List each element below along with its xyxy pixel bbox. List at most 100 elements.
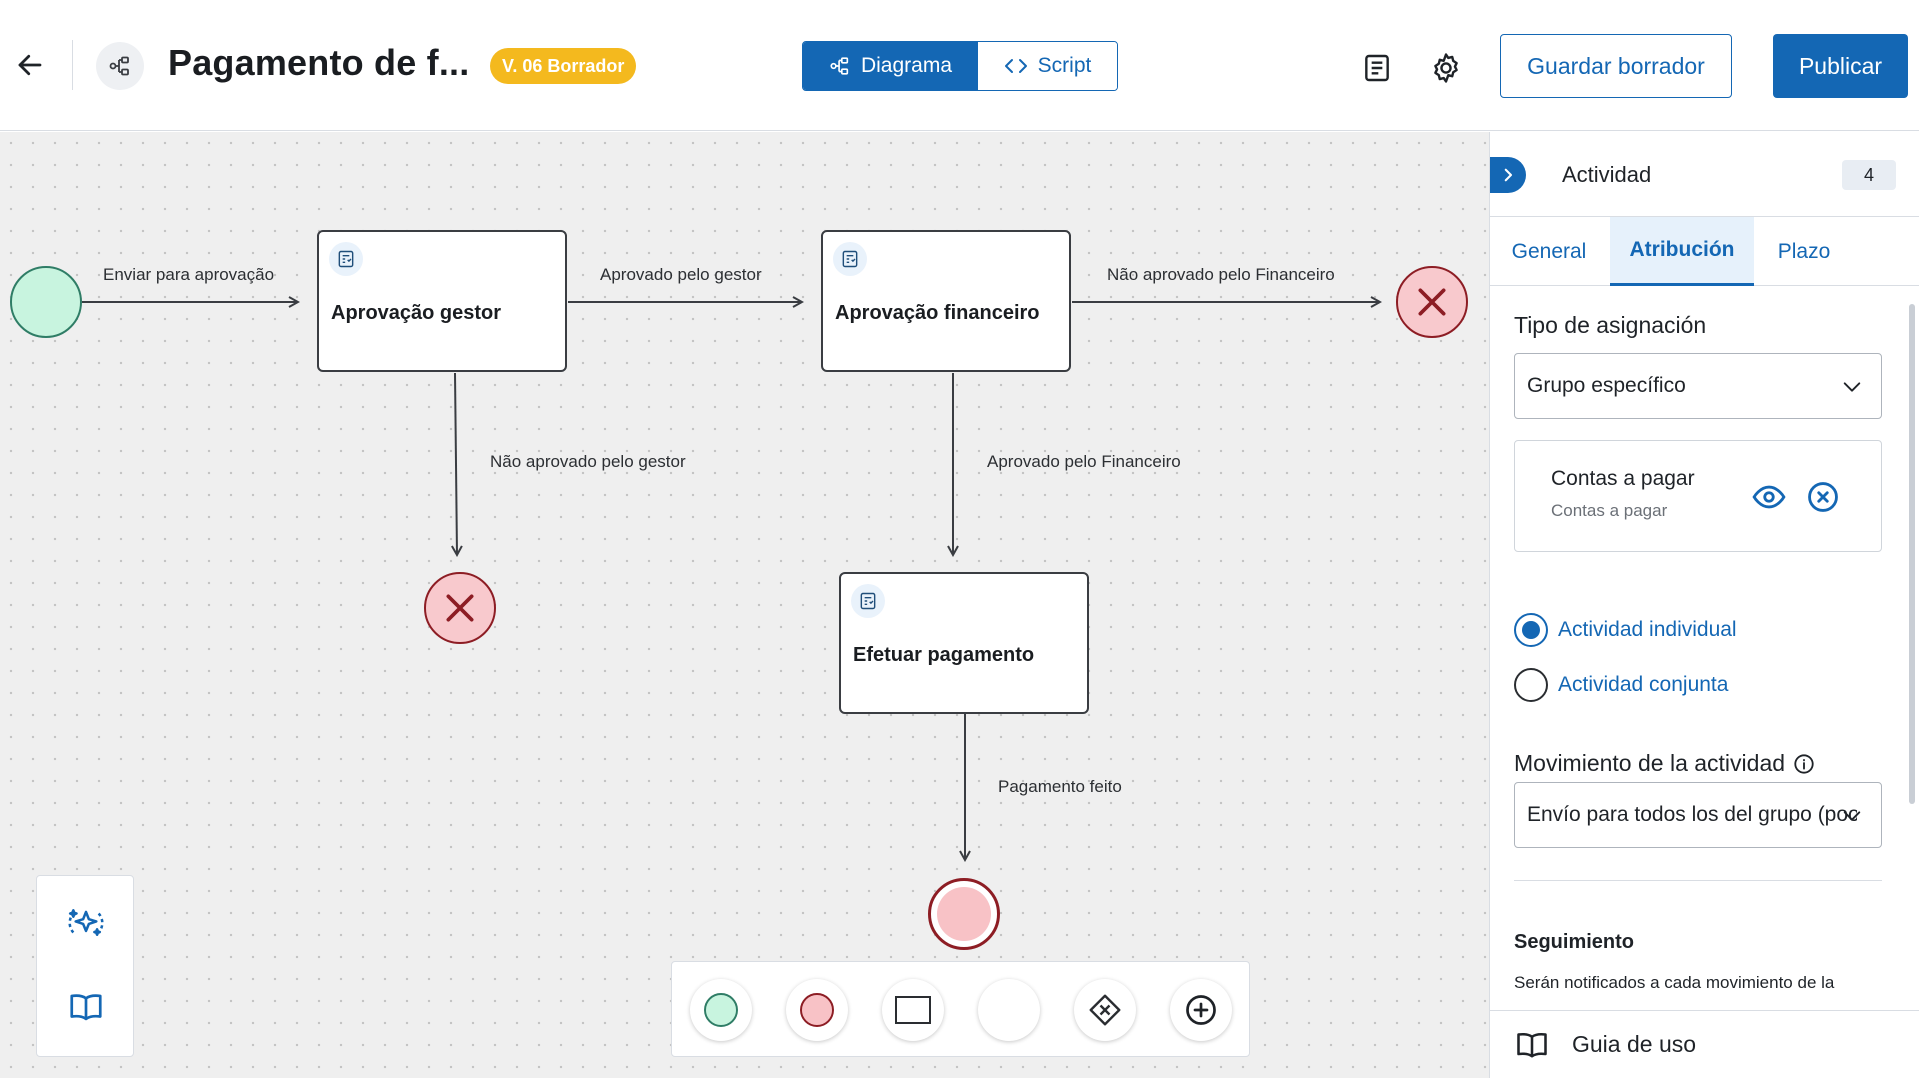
- end-event-fill: [937, 887, 991, 941]
- palette-end-event[interactable]: [786, 979, 848, 1041]
- remove-group-button[interactable]: [1805, 479, 1841, 515]
- close-circle-icon: [1808, 482, 1838, 512]
- assignment-type-label: Tipo de asignación: [1514, 312, 1707, 338]
- assignment-type-value: Grupo específico: [1527, 374, 1686, 397]
- movement-value: Envío para todos los del grupo (pool): [1527, 803, 1857, 826]
- usage-guide-label: Guia de uso: [1572, 1031, 1697, 1057]
- edge-label: Enviar para aprovação: [103, 265, 275, 284]
- close-icon: [1418, 288, 1446, 316]
- book-icon: [70, 994, 102, 1021]
- form-task-icon: [329, 242, 363, 276]
- task-approval-manager[interactable]: Aprovação gestor: [317, 230, 567, 372]
- assigned-group-card: Contas a pagar Contas a pagar: [1514, 440, 1882, 552]
- activity-count-badge: 4: [1842, 160, 1896, 190]
- group-subtitle: Contas a pagar: [1551, 501, 1668, 520]
- start-event-circle-icon: [704, 993, 738, 1027]
- radio-joint-label: Actividad conjunta: [1558, 673, 1729, 696]
- task-payment[interactable]: Efetuar pagamento: [839, 572, 1089, 714]
- document-button[interactable]: [1357, 48, 1397, 88]
- chevron-right-icon: [1504, 168, 1513, 182]
- movement-label: Movimiento de la actividad: [1514, 750, 1786, 776]
- error-end-event[interactable]: [424, 572, 496, 644]
- edge-label: Não aprovado pelo gestor: [490, 452, 686, 471]
- edge-not-approved-manager[interactable]: [455, 372, 457, 555]
- publish-button[interactable]: Publicar: [1773, 34, 1908, 98]
- edge-label: Aprovado pelo gestor: [600, 265, 762, 284]
- collapse-panel-button[interactable]: [1490, 157, 1526, 193]
- view-group-button[interactable]: [1751, 479, 1787, 515]
- arrow-left-icon: [18, 54, 42, 76]
- tab-deadline[interactable]: Plazo: [1777, 239, 1831, 263]
- radio-checked-icon: [1514, 613, 1548, 647]
- eye-icon: [1752, 485, 1786, 509]
- end-event[interactable]: [928, 878, 1000, 950]
- usage-guide-link[interactable]: Guia de uso: [1490, 1010, 1919, 1078]
- tracking-text: Serán notificados a cada movimiento de l…: [1514, 973, 1835, 992]
- diagram-icon: [830, 57, 849, 75]
- version-badge: V. 06 Borrador: [490, 48, 637, 84]
- header: Pagamento de f... V. 06 Borrador Diagram…: [0, 0, 1919, 131]
- code-icon: [1004, 59, 1027, 73]
- palette-gateway[interactable]: [1074, 979, 1136, 1041]
- sparkle-icon: [68, 909, 104, 936]
- guide-button[interactable]: [61, 982, 111, 1032]
- assignment-type-select[interactable]: Grupo específico: [1514, 353, 1882, 419]
- panel-body: Tipo de asignación Grupo específico Cont…: [1490, 286, 1919, 1006]
- edge-label: Aprovado pelo Financeiro: [987, 452, 1181, 471]
- chevron-down-icon: [1843, 811, 1861, 821]
- book-icon: [1517, 1032, 1547, 1058]
- group-name: Contas a pagar: [1551, 467, 1695, 490]
- task-label: Aprovação financeiro: [835, 302, 1040, 324]
- movement-label-row: Movimiento de la actividad: [1514, 750, 1815, 777]
- palette-start-event[interactable]: [690, 979, 752, 1041]
- save-draft-button[interactable]: Guardar borrador: [1500, 34, 1732, 98]
- tab-general[interactable]: General: [1511, 239, 1587, 263]
- header-divider: [72, 40, 73, 90]
- view-toggle: Diagrama Script: [802, 41, 1118, 91]
- radio-joint-activity[interactable]: Actividad conjunta: [1514, 667, 1728, 703]
- section-divider: [1514, 880, 1882, 881]
- palette-task[interactable]: [882, 979, 944, 1041]
- back-button[interactable]: [10, 45, 50, 85]
- task-approval-finance[interactable]: Aprovação financeiro: [821, 230, 1071, 372]
- diagram-view-label: Diagrama: [860, 54, 953, 77]
- script-view-button[interactable]: Script: [978, 42, 1117, 90]
- radio-individual-label: Actividad individual: [1558, 618, 1737, 641]
- diagram-view-button[interactable]: Diagrama: [803, 42, 978, 90]
- plus-circle-icon: [1186, 995, 1216, 1025]
- connections-layer: [82, 132, 1489, 1078]
- error-end-event[interactable]: [1396, 266, 1468, 338]
- ai-assist-button[interactable]: [61, 898, 111, 948]
- task-label: Aprovação gestor: [331, 302, 502, 324]
- start-event[interactable]: [10, 266, 82, 338]
- canvas-tools: [36, 875, 134, 1057]
- tracking-title: Seguimiento: [1514, 931, 1635, 953]
- settings-button[interactable]: [1426, 48, 1466, 88]
- palette-more[interactable]: [1170, 979, 1232, 1041]
- palette-empty-slot[interactable]: [978, 979, 1040, 1041]
- diagram-canvas[interactable]: Aprovação gestor Aprovação financeiro Ef…: [0, 132, 1489, 1078]
- script-view-label: Script: [1037, 54, 1092, 77]
- element-palette: [671, 961, 1250, 1057]
- task-label: Efetuar pagamento: [853, 644, 1035, 666]
- properties-panel: Actividad 4 General Atribución Plazo Tip…: [1489, 132, 1919, 1078]
- end-event-circle-icon: [800, 993, 834, 1027]
- close-icon: [446, 594, 474, 622]
- panel-title: Actividad: [1562, 162, 1652, 187]
- radio-unchecked-icon: [1514, 668, 1548, 702]
- form-task-icon: [851, 584, 885, 618]
- edge-label: Não aprovado pelo Financeiro: [1107, 265, 1335, 284]
- form-task-icon: [833, 242, 867, 276]
- gear-icon: [1434, 53, 1458, 83]
- panel-scrollbar[interactable]: [1908, 294, 1916, 1004]
- gateway-diamond-icon: [1089, 994, 1121, 1026]
- radio-individual-activity[interactable]: Actividad individual: [1514, 612, 1737, 648]
- task-rectangle-icon: [895, 996, 931, 1024]
- document-icon: [1365, 54, 1389, 82]
- process-icon: [96, 42, 144, 90]
- tab-attribution[interactable]: Atribución: [1610, 217, 1754, 286]
- info-icon[interactable]: [1793, 753, 1815, 775]
- movement-select[interactable]: Envío para todos los del grupo (pool): [1514, 782, 1882, 848]
- scrollbar-thumb[interactable]: [1909, 304, 1915, 804]
- chevron-down-icon: [1843, 382, 1861, 392]
